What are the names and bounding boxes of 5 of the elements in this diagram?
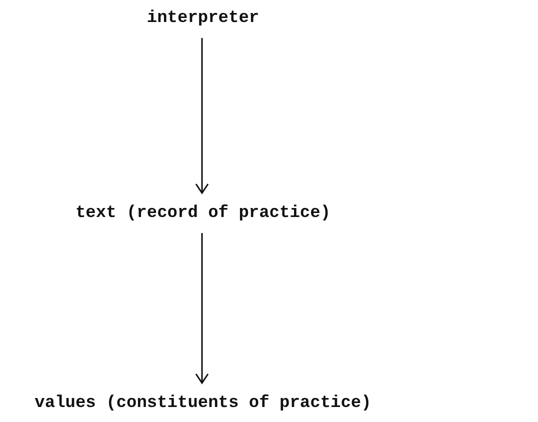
text-label: values (constituents of practice) [34, 393, 372, 415]
text-label: interpreter [146, 8, 260, 30]
arrow [195, 233, 209, 384]
text-label: text (record of practice) [75, 203, 331, 225]
arrow [195, 38, 209, 194]
